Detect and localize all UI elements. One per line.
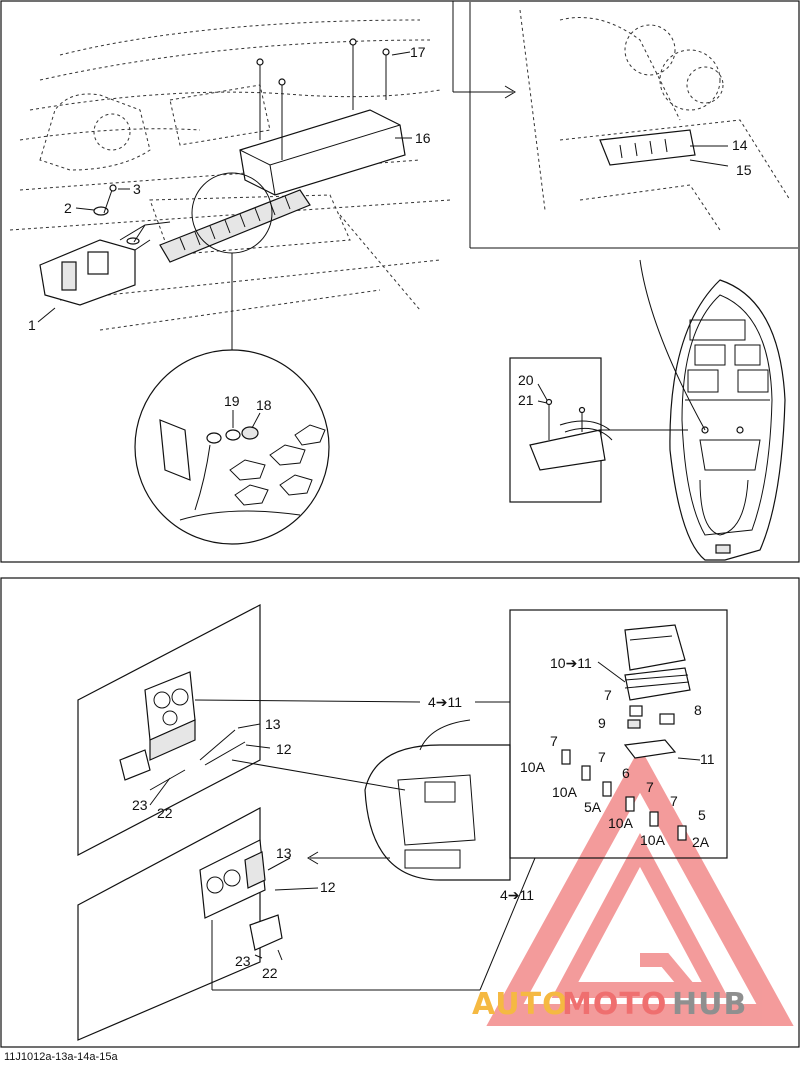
bottom-section: 13 12 23 22 4➔11 13 12 23 22 <box>0 577 800 1048</box>
watermark-auto: AUTO <box>472 987 569 1022</box>
callout-7d: 7 <box>646 779 654 795</box>
watermark-logo <box>486 747 794 1026</box>
callout-1: 1 <box>28 317 36 333</box>
watermark-triangle-inner <box>551 833 729 998</box>
top-section: 1 2 3 16 17 19 <box>0 0 800 563</box>
fuse-label-5a: 5A <box>584 799 602 815</box>
callout-20: 20 <box>518 372 534 388</box>
callout-7a: 7 <box>604 687 612 703</box>
callout-15: 15 <box>736 162 752 178</box>
fuse-10a-4: 7 10A <box>640 793 678 848</box>
callout-13-upper: 13 <box>265 716 281 732</box>
callout-4-11-upper: 4➔11 <box>428 694 462 710</box>
fuse-10a-3: 7 10A <box>608 779 654 831</box>
dash-inset: 14 15 <box>453 2 798 249</box>
fuse-label-10a-1: 10A <box>520 759 546 775</box>
fuse-10a-1: 7 10A <box>520 733 571 775</box>
callout-9: 9 <box>598 715 606 731</box>
callout-19: 19 <box>224 393 240 409</box>
callout-14: 14 <box>732 137 748 153</box>
lower-panel: 13 12 23 22 4➔11 <box>77 807 536 1041</box>
boat-top-view <box>600 259 786 561</box>
watermark-hub: HUB <box>672 987 747 1022</box>
fuse-box-cover <box>239 109 406 196</box>
callout-8: 8 <box>694 702 702 718</box>
fuse-label-10a-3: 10A <box>608 815 634 831</box>
screw-17-group <box>256 38 411 160</box>
callout-5: 5 <box>698 807 706 823</box>
callout-21: 21 <box>518 392 534 408</box>
bottom-frame <box>0 577 800 1048</box>
callout-18: 18 <box>256 397 272 413</box>
callout-7e: 7 <box>670 793 678 809</box>
callout-17: 17 <box>410 44 426 60</box>
callout-11: 11 <box>700 751 715 767</box>
callout-12-lower: 12 <box>320 879 336 895</box>
fuse-label-10a-2: 10A <box>552 784 578 800</box>
callout-7b: 7 <box>550 733 558 749</box>
callout-13-lower: 13 <box>276 845 292 861</box>
fuse-10a-2: 7 10A <box>552 749 606 800</box>
top-left-callouts: 1 2 3 16 17 <box>28 44 431 333</box>
fuse-label-10a-4: 10A <box>640 832 666 848</box>
callout-7c: 7 <box>598 749 606 765</box>
detail-zoom-circle: 19 18 <box>134 172 330 545</box>
watermark-moto: MOTO <box>562 987 667 1022</box>
top-frame <box>0 0 800 563</box>
fuse-detail-box: 10➔11 11 7 8 9 7 10A 7 10A 6 <box>509 609 728 859</box>
fuse-5a: 6 5A <box>584 765 630 815</box>
callout-23-lower: 23 <box>235 953 251 969</box>
dashboard-outline <box>9 19 451 331</box>
callout-4-11-lower: 4➔11 <box>500 887 534 903</box>
callout-23-upper: 23 <box>132 797 148 813</box>
diagram-reference: 11J1012a-13a-14a-15a <box>4 1051 118 1063</box>
callout-3: 3 <box>133 181 141 197</box>
fuse-2a: 5 2A <box>677 807 710 850</box>
callout-2: 2 <box>64 200 72 216</box>
callout-12-upper: 12 <box>276 741 292 757</box>
callout-6: 6 <box>622 765 630 781</box>
callout-10-11: 10➔11 <box>550 655 592 671</box>
watermark-text: AUTO MOTO HUB <box>472 987 747 1022</box>
fuse-label-2a: 2A <box>692 834 710 850</box>
console-center <box>231 719 511 881</box>
watermark-triangle-outer <box>486 747 794 1026</box>
ground-inset: 20 21 <box>509 357 613 503</box>
callout-22-upper: 22 <box>157 805 173 821</box>
fuse-block <box>159 189 311 263</box>
callout-16: 16 <box>415 130 431 146</box>
upper-panel: 13 12 23 22 4➔11 <box>77 604 510 856</box>
callout-22-lower: 22 <box>262 965 278 981</box>
screw-3-washer-2 <box>93 184 146 245</box>
module-1 <box>39 221 171 306</box>
